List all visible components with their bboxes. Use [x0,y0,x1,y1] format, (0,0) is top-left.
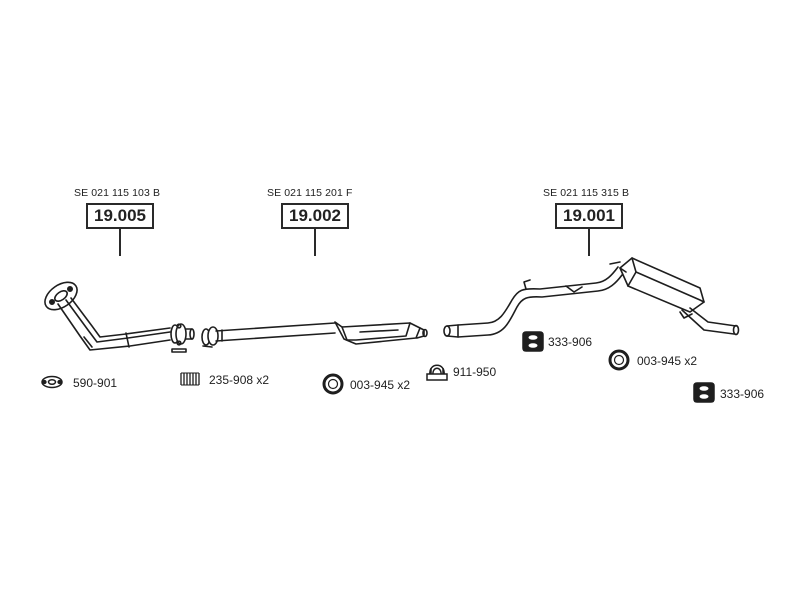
part-number-rear-silencer[interactable]: 19.001 [555,203,623,229]
middle-silencer-drawing [201,321,428,348]
front-pipe-drawing [44,281,195,353]
leader-line-middle [314,229,316,256]
oe-reference-middle: SE 021 115 201 F [267,187,353,199]
clamp-icon [426,364,448,381]
accessory-label-clamp[interactable]: 911-950 [453,365,497,379]
oe-reference-front: SE 021 115 103 B [74,187,161,199]
gasket-icon [41,375,63,389]
leader-line-front [119,229,121,256]
accessory-label-gasket[interactable]: 590-901 [73,376,118,390]
seal-ring-icon [608,349,630,371]
oe-reference-rear: SE 021 115 315 B [543,187,630,199]
part-number-front-pipe[interactable]: 19.005 [86,203,154,229]
spring-icon [180,372,200,386]
leader-line-rear [588,229,590,256]
rear-silencer-drawing [443,257,740,338]
part-number-middle-silencer[interactable]: 19.002 [281,203,349,229]
rubber-mount-icon [522,331,544,352]
accessory-label-rubber-mount[interactable]: 333-906 [720,387,765,401]
rubber-mount-icon [693,382,715,403]
accessory-label-rubber-mount[interactable]: 333-906 [548,335,593,349]
accessory-label-seal-ring[interactable]: 003-945 x2 [637,354,698,368]
seal-ring-icon [322,373,344,395]
accessory-label-seal-ring[interactable]: 003-945 x2 [350,378,411,392]
accessory-label-spring[interactable]: 235-908 x2 [209,373,270,387]
